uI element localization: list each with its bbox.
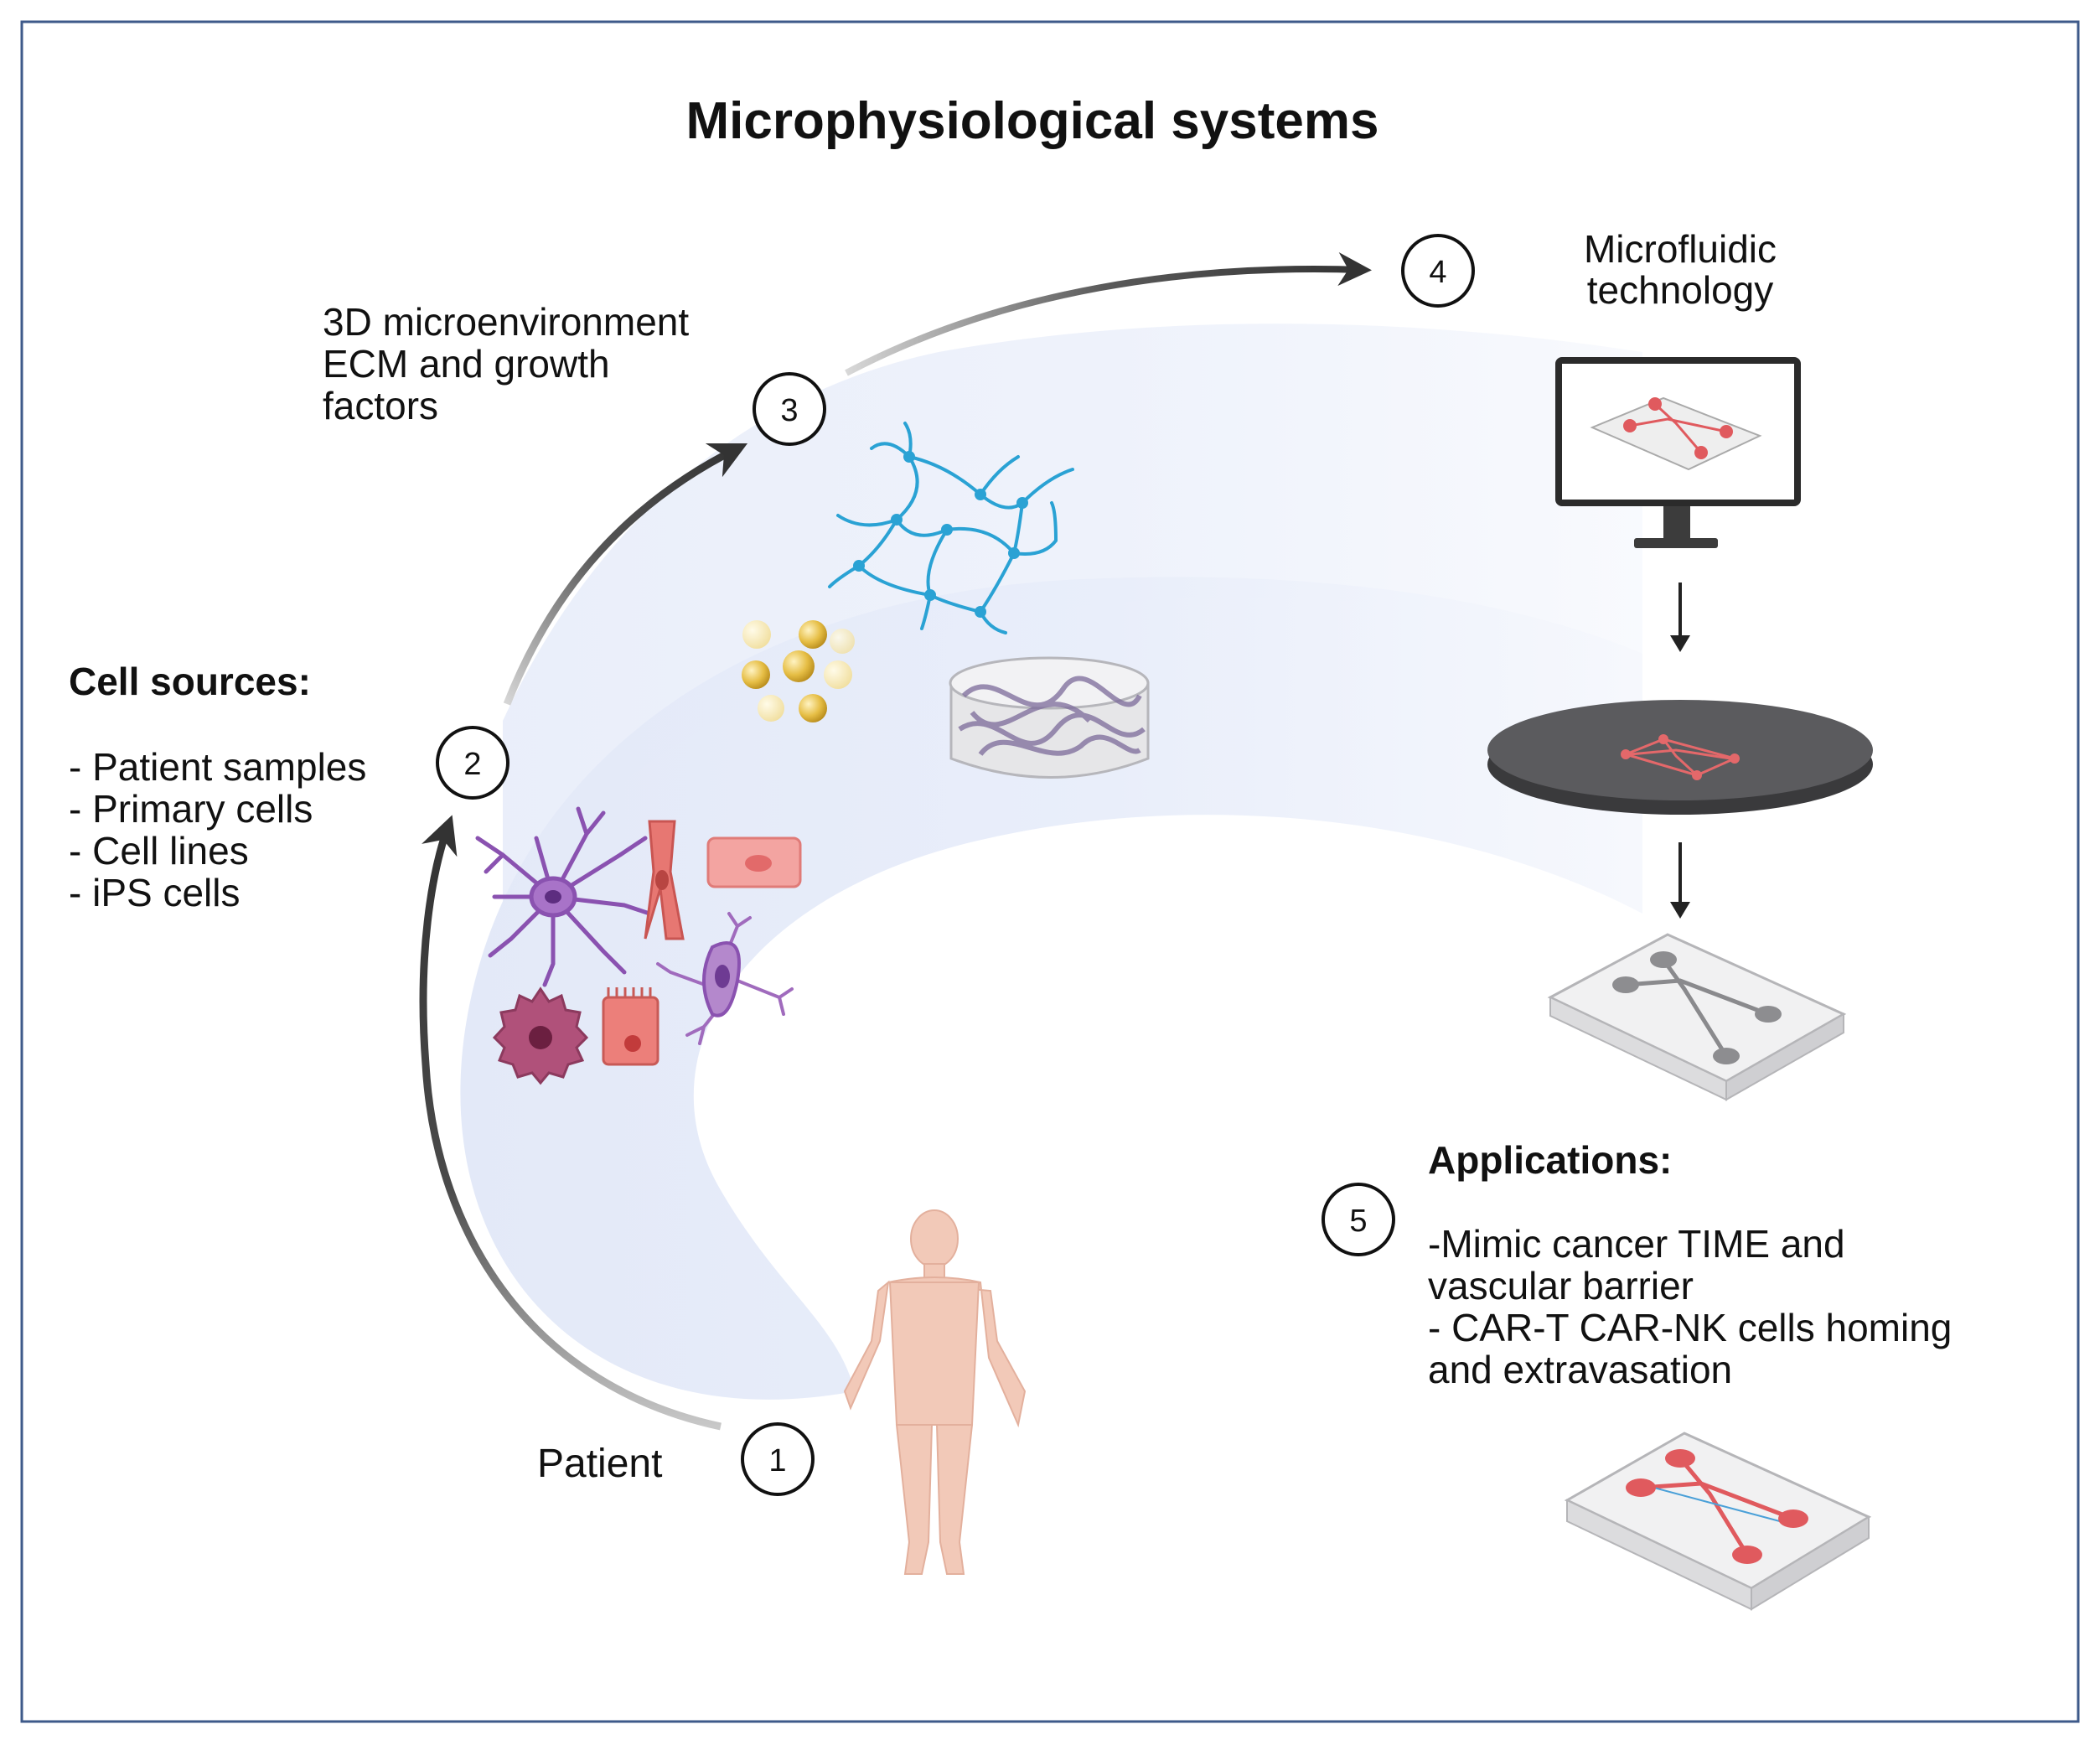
endothelial-cell-icon [706, 836, 802, 888]
applications-line: -Mimic cancer TIME and [1428, 1222, 1845, 1266]
arrow-3-to-4 [845, 252, 1372, 376]
down-arrow [1670, 842, 1690, 919]
cell-source-item: - Cell lines [69, 829, 249, 872]
applications-line: vascular barrier [1428, 1264, 1694, 1307]
applications-line: and extravasation [1428, 1348, 1732, 1391]
monitor-icon [1555, 357, 1801, 548]
dendritic-cell-icon [492, 986, 589, 1085]
hydrogel-scaffold-icon [949, 656, 1150, 779]
epithelial-cell-icon [602, 987, 659, 1066]
microfluidic-chip-icon [1547, 933, 1847, 1101]
wafer-icon [1487, 700, 1873, 815]
down-arrow [1670, 583, 1690, 652]
applications-heading: Applications: [1428, 1138, 1672, 1182]
growth-factor-beads-icon [742, 620, 855, 722]
cell-source-item: - Patient samples [69, 745, 366, 789]
svg-text:4: 4 [1429, 255, 1446, 290]
arrow-1-to-2 [419, 815, 722, 1431]
background-band [460, 577, 1642, 1400]
microenvironment-line: ECM and growth [323, 342, 610, 386]
microfluidic-line: Microfluidic [1584, 227, 1777, 271]
neuron-cell-icon [475, 806, 652, 987]
stellate-cell-icon [656, 912, 794, 1045]
cell-sources-heading: Cell sources: [69, 660, 311, 703]
step-5-marker: 5 [1322, 1183, 1395, 1256]
step-1-marker: 1 [741, 1422, 815, 1496]
svg-text:1: 1 [768, 1443, 786, 1478]
step-4-marker: 4 [1401, 234, 1475, 308]
step-2-marker: 2 [436, 726, 509, 800]
svg-text:5: 5 [1349, 1204, 1367, 1239]
figure-title: Microphysiological systems [686, 92, 1379, 150]
cell-source-item: - iPS cells [69, 871, 240, 914]
microenvironment-line: 3D microenvironment [323, 300, 689, 344]
patient-label: Patient [537, 1442, 662, 1486]
microfluidic-chip-icon [1564, 1432, 1872, 1611]
cell-source-item: - Primary cells [69, 787, 313, 831]
human-figure-icon [843, 1209, 1027, 1575]
applications-line: - CAR-T CAR-NK cells homing [1428, 1306, 1952, 1349]
svg-text:3: 3 [780, 393, 798, 428]
microenvironment-line: factors [323, 384, 438, 427]
background-band-upper [503, 324, 1642, 905]
figure-frame [20, 20, 2080, 1723]
svg-text:2: 2 [463, 747, 481, 782]
arrow-2-to-3 [503, 443, 748, 706]
muscle-cell-icon [644, 820, 685, 940]
ecm-network-icon [828, 422, 1074, 634]
microfluidic-line: technology [1587, 268, 1774, 312]
step-3-marker: 3 [753, 372, 826, 446]
